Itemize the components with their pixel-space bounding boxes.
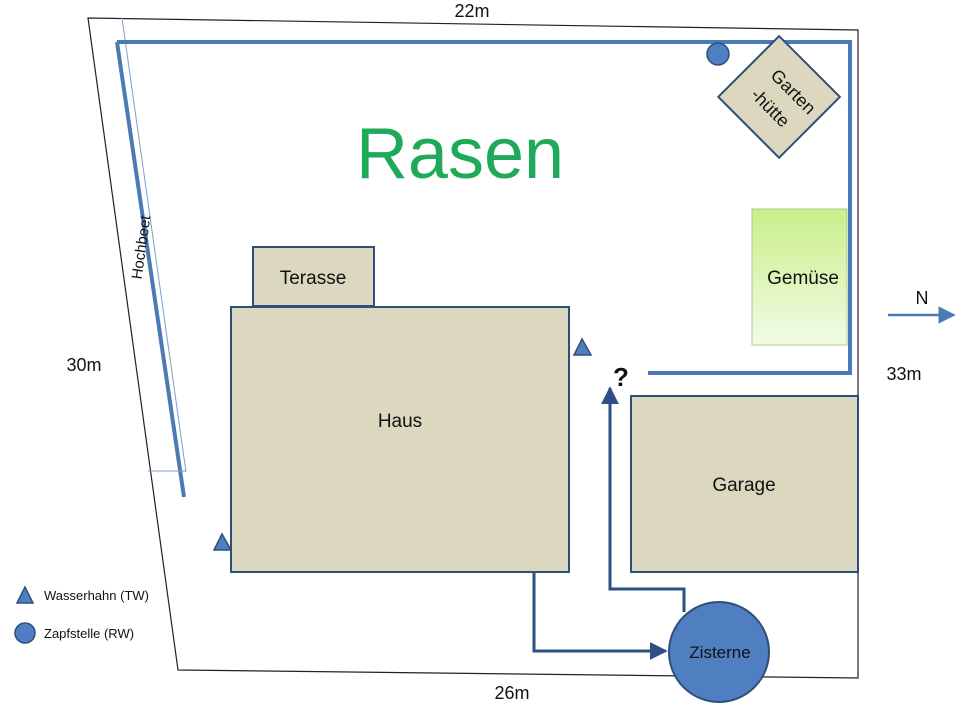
cistern xyxy=(668,601,770,703)
cistern-to-garden-pipe xyxy=(601,386,686,612)
terrace xyxy=(252,246,375,307)
water-tap-tw-marker xyxy=(572,337,593,356)
legend-label-tap-point: Zapfstelle (RW) xyxy=(44,626,134,641)
dimension-left: 30m xyxy=(66,355,101,375)
legend-triangle-icon xyxy=(15,585,35,604)
question-mark: ? xyxy=(613,362,629,392)
garage xyxy=(630,395,859,573)
garage-label: Garage xyxy=(712,475,775,496)
tap-point-rw-marker xyxy=(706,42,730,66)
water-tap-tw-marker xyxy=(212,532,233,551)
raised-bed-pipe xyxy=(115,41,186,498)
house-label: Haus xyxy=(378,411,422,432)
north-label: N xyxy=(916,288,929,308)
lawn-title: Rasen xyxy=(356,114,564,194)
house xyxy=(230,306,570,573)
irrigation-pipe xyxy=(117,40,852,375)
legend-circle-icon xyxy=(14,622,36,644)
vegetable-bed xyxy=(751,208,848,346)
dimension-right: 33m xyxy=(886,364,921,384)
vegetable-bed-label: Gemüse xyxy=(767,268,839,289)
legend-label-water-tap: Wasserhahn (TW) xyxy=(44,588,149,603)
raised-bed-thin-line xyxy=(121,17,187,473)
dimension-bottom: 26m xyxy=(494,683,529,703)
cistern-label: Zisterne xyxy=(689,643,750,662)
garden-shed xyxy=(716,34,842,160)
house-to-cistern-pipe xyxy=(532,572,668,660)
dimension-top: 22m xyxy=(454,1,489,21)
terrace-label: Terasse xyxy=(280,268,347,289)
